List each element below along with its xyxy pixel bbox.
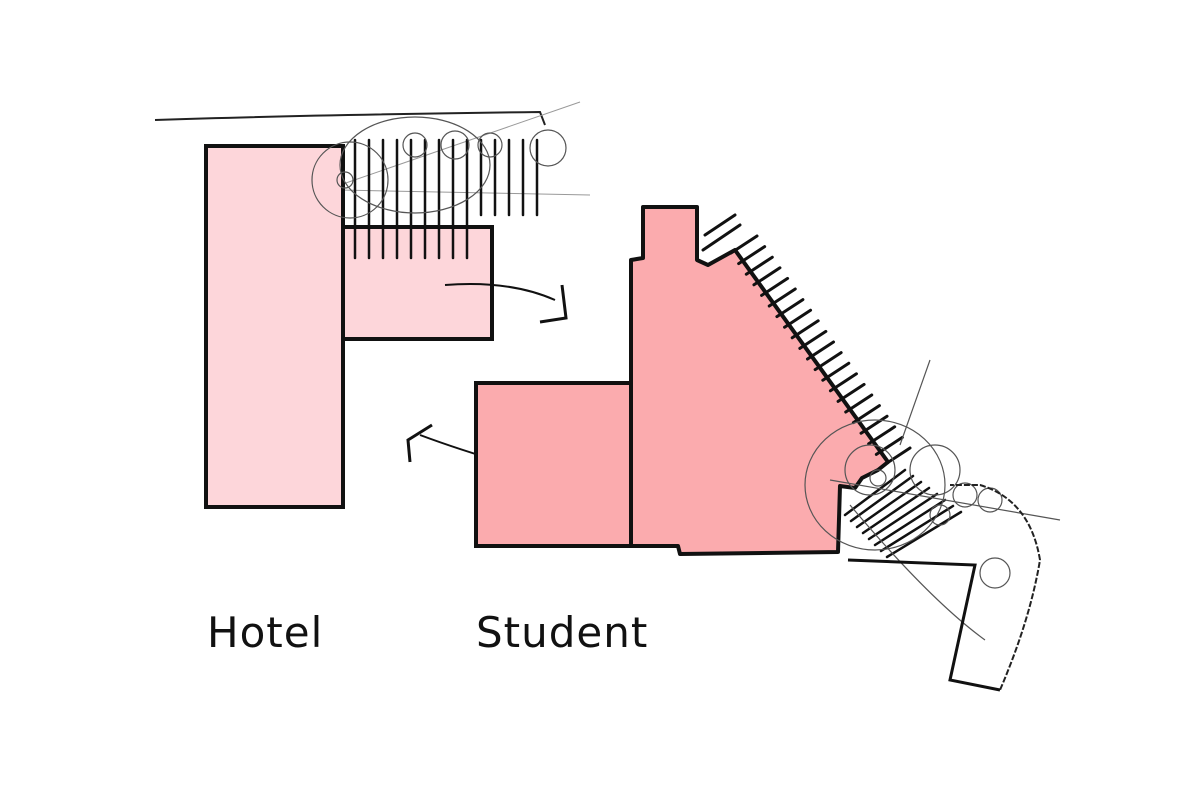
- hatch-line: [798, 329, 828, 350]
- hatch-line: [783, 308, 813, 329]
- hatch-line: [744, 255, 774, 276]
- hatch-line: [874, 435, 904, 456]
- hatch-line: [867, 492, 939, 541]
- hatch-line: [701, 223, 742, 252]
- hatch-line: [849, 474, 915, 523]
- arrow-to-student: [444, 283, 556, 301]
- hatch-line: [843, 468, 907, 517]
- hatch-line: [855, 480, 923, 529]
- hatch-line: [859, 414, 889, 435]
- student-label: Student: [476, 608, 649, 657]
- hatch-line: [806, 340, 835, 361]
- hatch-line: [790, 319, 820, 340]
- hotel-label: Hotel: [207, 608, 324, 657]
- hotel-block: [204, 144, 494, 509]
- student-wing: [474, 381, 633, 548]
- hatch-line: [851, 404, 881, 425]
- axis-line: [339, 101, 581, 186]
- hatch-line: [767, 287, 797, 308]
- hatch-line: [752, 266, 782, 287]
- arrow-head-icon: [406, 423, 433, 463]
- garden-edge: [847, 558, 1001, 692]
- hatch-line: [828, 372, 858, 393]
- hotel-tower: [204, 144, 345, 509]
- hatch-line: [729, 234, 759, 255]
- arrow-head-icon: [539, 284, 568, 324]
- street-line: [154, 110, 546, 126]
- student-main: [629, 205, 890, 556]
- hatch-line: [760, 276, 790, 297]
- hatch-line: [879, 504, 955, 553]
- hatch-line: [821, 361, 851, 382]
- axis-line: [339, 189, 591, 196]
- hotel-spiral: [311, 116, 567, 219]
- student-block: [474, 205, 890, 556]
- hatch-line: [703, 213, 737, 237]
- hatch-line: [737, 245, 767, 266]
- hotel-wing: [341, 225, 494, 341]
- hatch-line: [775, 298, 805, 319]
- hatch-line: [844, 393, 874, 414]
- hatch-line: [867, 425, 897, 446]
- diagonal-hatching: [701, 213, 912, 467]
- garden-outline: [847, 484, 1042, 692]
- hatch-line: [882, 446, 912, 467]
- corner-hatching: [843, 468, 963, 559]
- hatch-line: [813, 351, 843, 372]
- hatch-line: [836, 382, 866, 403]
